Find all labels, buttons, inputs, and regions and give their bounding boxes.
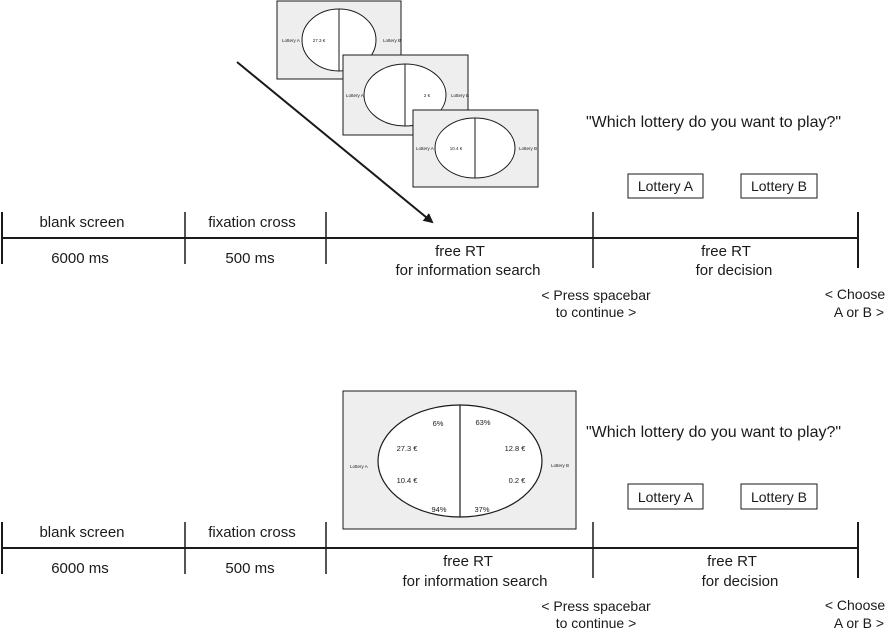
- spacebar-prompt-1: < Press spacebar: [541, 598, 651, 614]
- shown-outcome: 2 €: [424, 93, 431, 98]
- lottery-a-outcome-2: 10.4 €: [397, 476, 419, 485]
- choose-prompt-1: < Choose: [825, 597, 886, 613]
- decision-phase-label-1: free RT: [707, 553, 757, 570]
- lottery-a-button[interactable]: [627, 483, 704, 510]
- lottery-b-outcome-1: 12.8 €: [505, 444, 527, 453]
- lottery-a-label: Lottery A: [350, 464, 368, 469]
- lottery-b-top-prob: 63%: [475, 418, 490, 427]
- blank-screen-label: blank screen: [39, 524, 124, 541]
- lottery-b-label: Lottery B: [383, 38, 401, 43]
- decision-phase-label-2: for decision: [702, 573, 779, 590]
- choice-question: "Which lottery do you want to play?": [586, 114, 841, 131]
- lottery-b-outcome-2: 0.2 €: [509, 476, 527, 485]
- lottery-b-label: Lottery B: [519, 146, 537, 151]
- sequence-arrow: [236, 61, 434, 224]
- timeline-top: blank screen 6000 ms fixation cross 500 …: [1, 212, 885, 320]
- search-phase-label-2: for information search: [402, 573, 547, 590]
- lottery-b-button[interactable]: [740, 483, 818, 510]
- choose-prompt-2: A or B >: [834, 304, 884, 320]
- spacebar-prompt-1: < Press spacebar: [541, 287, 651, 303]
- lottery-b-bottom-prob: 37%: [474, 505, 489, 514]
- choose-prompt-2: A or B >: [834, 615, 884, 631]
- choose-prompt-1: < Choose: [825, 286, 886, 302]
- spacebar-prompt-2: to continue >: [556, 304, 637, 320]
- shown-outcome: 10.4 €: [450, 146, 463, 151]
- bottom-panel: Lottery A Lottery B 6% 27.3 € 10.4 € 94%…: [1, 390, 885, 631]
- search-phase-label-1: free RT: [435, 243, 485, 260]
- lottery-a-button-label: Lottery A: [638, 489, 694, 505]
- blank-screen-duration: 6000 ms: [51, 560, 109, 577]
- search-phase-label-1: free RT: [443, 553, 493, 570]
- lottery-a-label: Lottery A: [282, 38, 300, 43]
- lottery-a-label: Lottery A: [346, 93, 364, 98]
- decision-phase-label-1: free RT: [701, 243, 751, 260]
- lottery-b-button-label: Lottery B: [751, 489, 807, 505]
- decision-phase-label-2: for decision: [696, 262, 773, 279]
- fixation-cross-label: fixation cross: [208, 524, 296, 541]
- sequence-screen-1: Lottery A Lottery B 27.3 €: [276, 0, 402, 80]
- fixation-cross-label: fixation cross: [208, 214, 296, 231]
- fixation-cross-duration: 500 ms: [225, 250, 274, 267]
- lottery-a-button[interactable]: [627, 173, 704, 199]
- blank-screen-duration: 6000 ms: [51, 250, 109, 267]
- lottery-a-bottom-prob: 94%: [431, 505, 446, 514]
- lottery-b-button-label: Lottery B: [751, 178, 807, 194]
- sequence-screen-3: Lottery A Lottery B 10.4 €: [412, 109, 539, 188]
- lottery-a-top-prob: 6%: [433, 419, 444, 428]
- lottery-a-outcome-1: 27.3 €: [397, 444, 419, 453]
- spacebar-prompt-2: to continue >: [556, 615, 637, 631]
- lottery-b-label: Lottery B: [451, 93, 469, 98]
- lottery-b-button[interactable]: [740, 173, 818, 199]
- choice-question: "Which lottery do you want to play?": [586, 424, 841, 441]
- blank-screen-label: blank screen: [39, 214, 124, 231]
- full-info-screen: Lottery A Lottery B 6% 27.3 € 10.4 € 94%…: [342, 390, 577, 530]
- lottery-a-label: Lottery A: [416, 146, 434, 151]
- timeline-bottom: blank screen 6000 ms fixation cross 500 …: [1, 522, 885, 631]
- top-panel: Lottery A Lottery B 27.3 € Lottery A Lot…: [1, 0, 885, 320]
- shown-outcome: 27.3 €: [313, 38, 326, 43]
- lottery-a-button-label: Lottery A: [638, 178, 694, 194]
- lottery-b-label: Lottery B: [551, 463, 569, 468]
- fixation-cross-duration: 500 ms: [225, 560, 274, 577]
- search-phase-label-2: for information search: [395, 262, 540, 279]
